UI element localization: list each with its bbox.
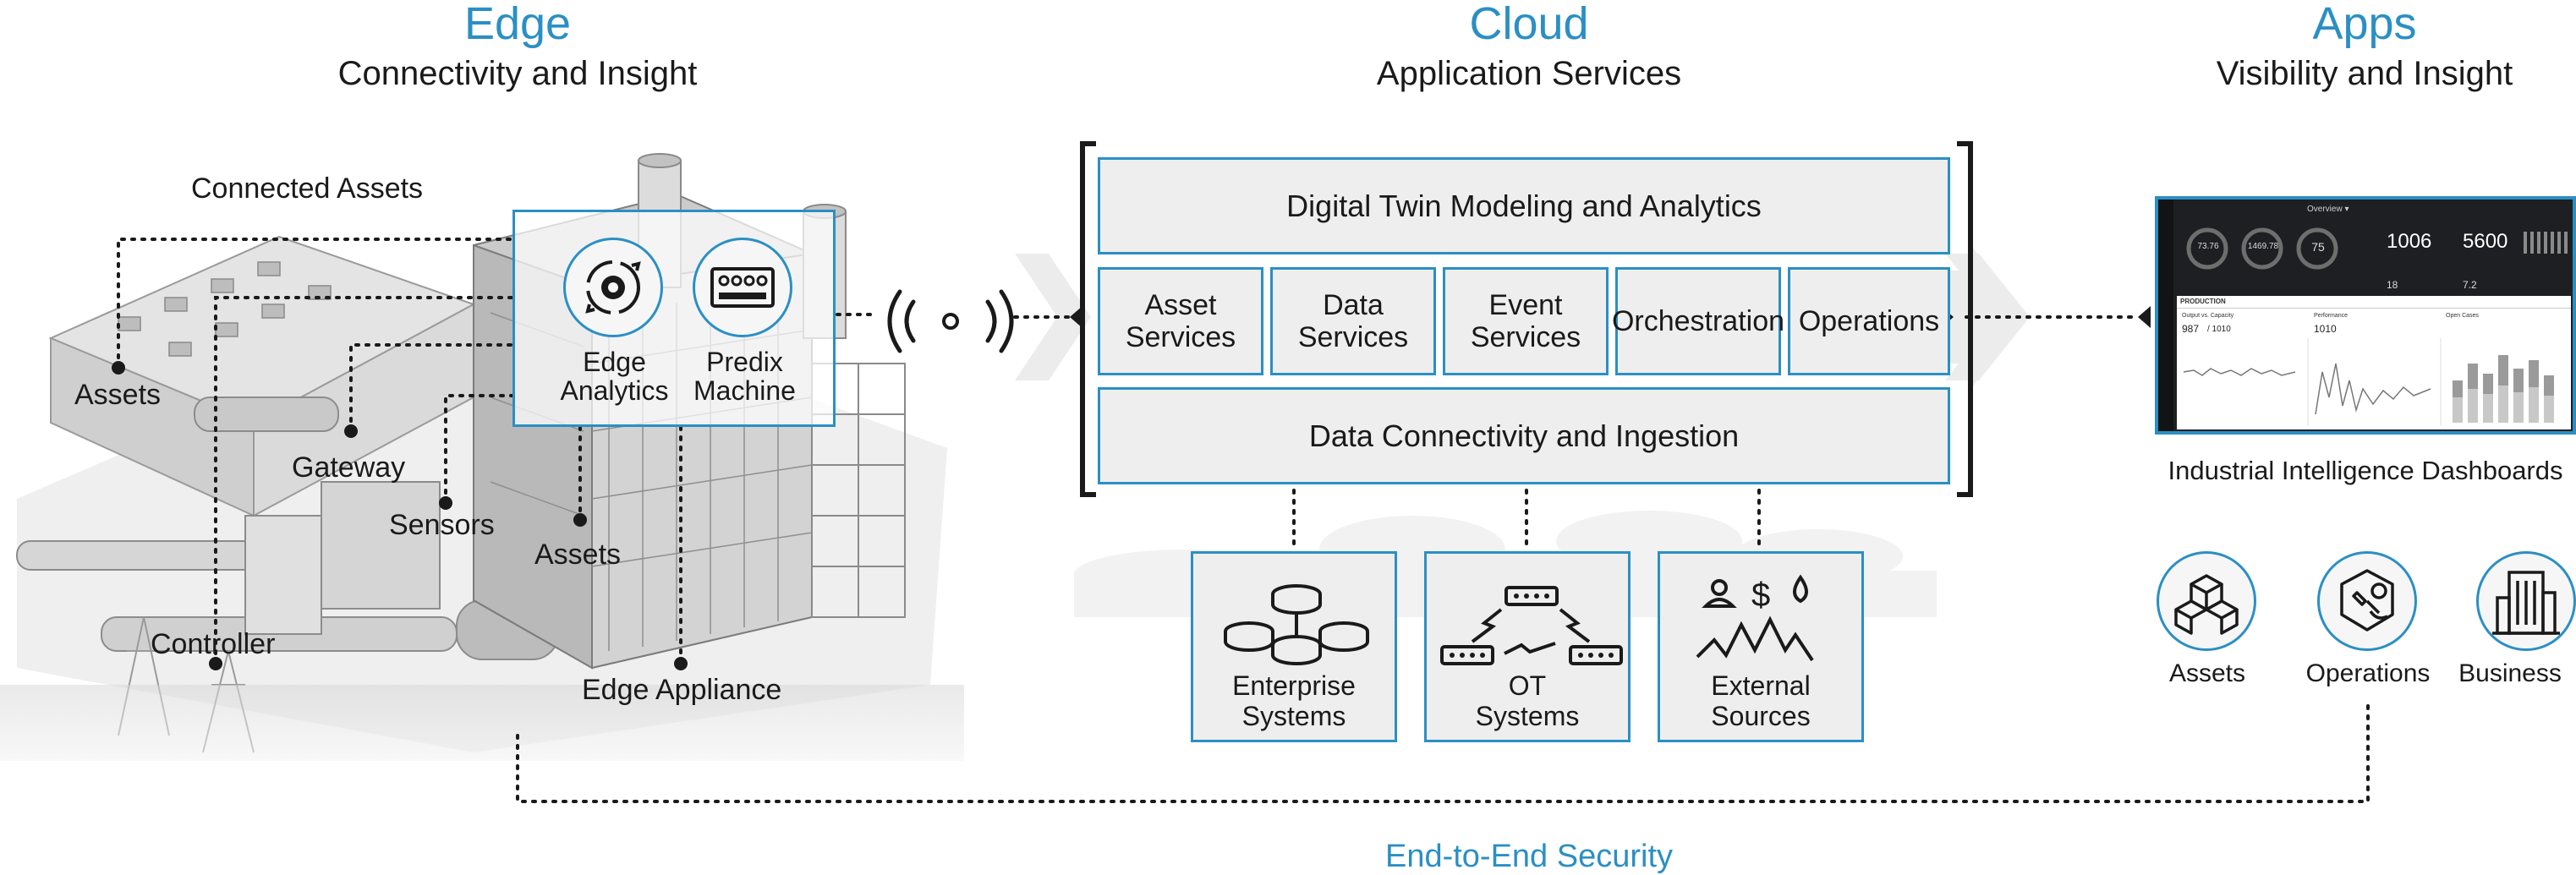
panel-2-value: 1010	[2314, 323, 2337, 335]
service-box-orchestration: Orchestration	[1611, 267, 1785, 375]
edge-connection-lines	[117, 238, 873, 665]
dashboard-panel-charts	[2183, 338, 2554, 426]
source-connection-lines	[1292, 489, 1761, 551]
gateway-label: Gateway	[292, 451, 406, 484]
operations-app-icon[interactable]	[2317, 551, 2417, 651]
service-data-line1: Data	[1323, 289, 1384, 321]
edge-subtitle: Connectivity and Insight	[337, 55, 698, 92]
dashboard-stat-2: 5600	[2463, 230, 2508, 253]
panel-1-of: / 1010	[2207, 325, 2231, 334]
data-connectivity-box: Data Connectivity and Ingestion	[1098, 387, 1950, 484]
edge-appliance-marker	[674, 657, 688, 670]
dashboard-production-panel: PRODUCTION Output vs. Capacity 987 / 101…	[2177, 296, 2571, 429]
edge-title: Edge	[463, 0, 572, 49]
security-label: End-to-End Security	[1384, 839, 1674, 874]
connected-assets-label: Connected Assets	[191, 172, 424, 205]
panel-1-value: 987	[2182, 323, 2200, 335]
enterprise-systems-line2: Systems	[1241, 701, 1346, 731]
edge-analytics-label-2: Analytics	[560, 375, 669, 406]
assets-app-label: Assets	[2168, 659, 2246, 687]
dashboard-section-title: PRODUCTION	[2180, 298, 2226, 305]
sensors-label: Sensors	[389, 509, 495, 541]
apps-subtitle: Visibility and Insight	[2216, 55, 2513, 92]
business-app-label: Business	[2458, 659, 2562, 687]
digital-twin-box: Digital Twin Modeling and Analytics	[1098, 157, 1950, 254]
svg-text:$: $	[1751, 577, 1770, 614]
assets-mid-label: Assets	[534, 539, 622, 571]
assets-left-marker	[112, 361, 125, 375]
dashboard-small-2: 7.2	[2463, 279, 2477, 291]
service-asset-line2: Services	[1125, 321, 1236, 353]
ot-systems-box: OT Systems	[1424, 551, 1631, 742]
assets-left-label: Assets	[74, 379, 162, 411]
security-loop-line	[516, 700, 2370, 803]
service-data-line2: Services	[1297, 321, 1409, 353]
edge-analytics-label-1: Edge	[583, 347, 646, 377]
ot-systems-line2: Systems	[1475, 701, 1580, 731]
edge-analytics-icon	[563, 238, 663, 337]
panel-3-title: Open Cases	[2446, 313, 2479, 319]
business-app-icon[interactable]	[2476, 551, 2576, 651]
service-asset-line1: Asset	[1144, 289, 1217, 321]
dashboard-caption: Industrial Intelligence Dashboards	[2168, 456, 2563, 485]
enterprise-systems-line1: Enterprise	[1232, 670, 1356, 701]
edge-appliance-label: Edge Appliance	[582, 674, 782, 706]
dashboard-gauges	[2186, 227, 2338, 270]
service-event-line2: Services	[1470, 321, 1581, 353]
operations-app-label: Operations	[2305, 659, 2431, 687]
gauge-3-value: 75	[2311, 240, 2325, 254]
assets-mid-marker	[573, 513, 587, 527]
network-devices-icon	[1440, 586, 1623, 665]
cloud-brackets	[1080, 141, 1973, 497]
wireless-signal-icon	[887, 289, 1014, 353]
dashboard-menu: Overview ▾	[2307, 205, 2349, 214]
dashboard-mini-bars	[2524, 232, 2568, 254]
dashboard-screenshot: Overview ▾ 73.76 1469.78 75 1006 5600 18…	[2155, 196, 2576, 435]
cloud-title: Cloud	[1469, 0, 1589, 49]
assets-app-icon[interactable]	[2157, 551, 2256, 651]
controller-marker	[209, 657, 222, 670]
external-sources-line2: Sources	[1711, 701, 1811, 731]
predix-machine-label-1: Predix	[706, 347, 783, 377]
panel-1-title: Output vs. Capacity	[2182, 313, 2234, 319]
service-event-line1: Event	[1488, 289, 1563, 321]
predix-machine-label-2: Machine	[693, 375, 796, 406]
dashboard-small-1: 18	[2387, 279, 2398, 291]
service-operations-line1: Operations	[1798, 305, 1940, 337]
ot-systems-line1: OT	[1508, 670, 1547, 701]
external-sources-box: $ External Sources	[1658, 551, 1864, 742]
controller-label: Controller	[151, 628, 276, 660]
service-box-operations: Operations	[1788, 267, 1950, 375]
apps-title: Apps	[2312, 0, 2417, 49]
dashboard-stat-1: 1006	[2387, 230, 2432, 253]
sensors-marker	[439, 496, 452, 510]
panel-2-title: Performance	[2314, 313, 2349, 319]
cloud-subtitle: Application Services	[1376, 55, 1682, 92]
gauge-2-value: 1469.78	[2247, 242, 2279, 251]
service-orchestration-line1: Orchestration	[1611, 305, 1785, 337]
gateway-marker	[344, 424, 358, 438]
external-data-icon: $	[1696, 574, 1814, 662]
predix-machine-icon	[693, 238, 792, 337]
edge-appliance-box: Edge Analytics Predix Machine	[512, 210, 836, 427]
enterprise-systems-box: Enterprise Systems	[1191, 551, 1397, 742]
gauge-1-value: 73.76	[2197, 242, 2219, 251]
external-sources-line1: External	[1711, 670, 1811, 701]
database-icon	[1224, 584, 1369, 665]
